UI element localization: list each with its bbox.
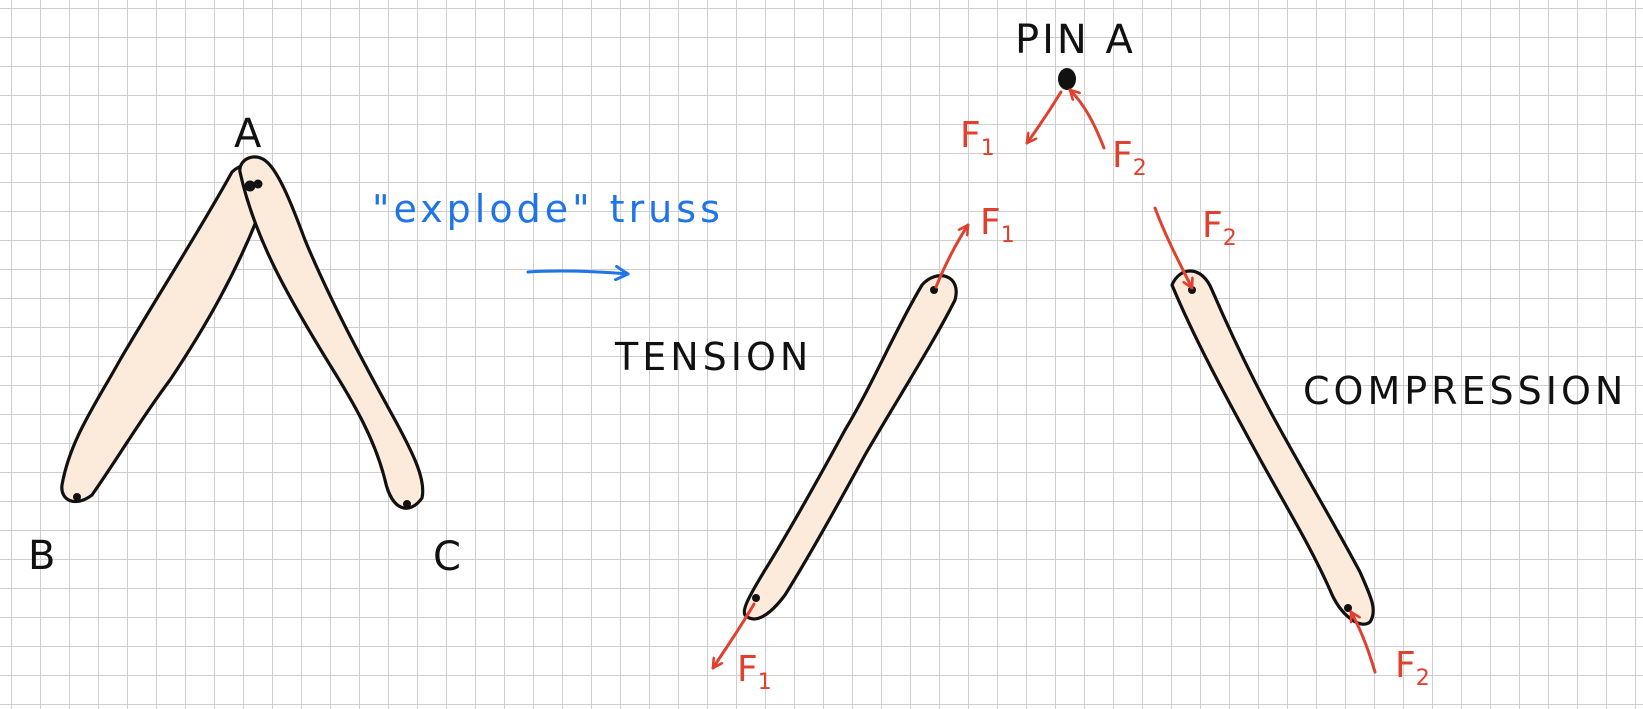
f2-label-ac-top: F2 <box>1202 205 1237 252</box>
pin-a-dot <box>244 180 256 192</box>
explode-arrow <box>526 271 630 274</box>
joint-a-label: A <box>234 111 262 157</box>
tension-label: TENSION <box>615 335 813 379</box>
explode-note: "explode" truss <box>372 187 724 231</box>
member-ab-tension <box>742 274 958 621</box>
pin-a-node <box>1058 68 1076 90</box>
compression-label: COMPRESSION <box>1303 369 1628 413</box>
pin-c-dot <box>403 500 411 508</box>
f2-arrow-ac-top <box>1153 206 1192 290</box>
pin-a-title: PIN A <box>1015 17 1136 63</box>
f2-label-pin: F2 <box>1112 135 1147 182</box>
f2-arrow-ac-bottom <box>1349 610 1377 674</box>
member-ac-compression <box>1170 269 1375 626</box>
f2-arrow-pin <box>1068 88 1106 150</box>
f2-label-ac-bottom: F2 <box>1395 645 1430 692</box>
member-ab <box>60 163 271 504</box>
pin-b-dot <box>73 493 81 501</box>
joint-c-label: C <box>433 534 461 580</box>
joint-b-label: B <box>28 533 56 579</box>
f1-label-pin: F1 <box>960 115 995 162</box>
f1-arrow-ab-bottom <box>711 602 756 670</box>
member-ab-bottom-pin <box>752 594 760 602</box>
f1-arrow-pin <box>1025 90 1063 145</box>
f1-label-ab-top: F1 <box>980 202 1015 249</box>
member-ac <box>238 155 425 510</box>
pin-a-dot-2 <box>253 179 263 189</box>
f1-arrow-ab-top <box>934 223 970 289</box>
member-ac-bottom-pin <box>1344 604 1352 612</box>
f1-label-ab-bottom: F1 <box>737 649 772 696</box>
